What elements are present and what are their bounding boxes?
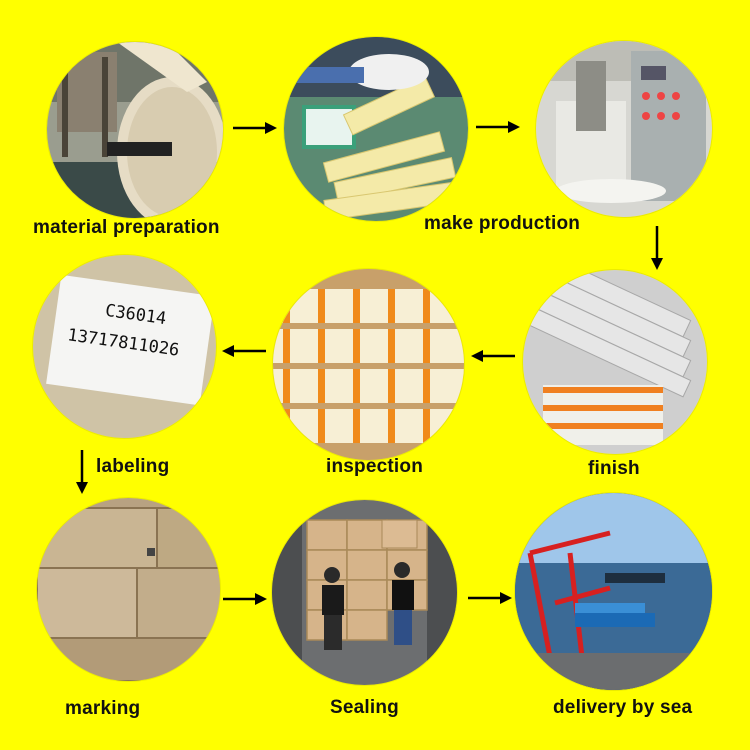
photo-marking <box>37 498 220 681</box>
photo-inspection <box>273 269 464 460</box>
arrow-right-icon <box>468 592 512 604</box>
arrow-right-icon <box>223 593 267 605</box>
caption-make-production: make production <box>424 213 581 234</box>
caption-finish: finish <box>588 458 640 479</box>
photo-sealing <box>272 500 457 685</box>
photo-labeling: C36014 13717811026 <box>33 255 216 438</box>
arrow-right-icon <box>233 122 277 134</box>
caption-delivery-by-sea: delivery by sea <box>553 697 693 718</box>
caption-labeling: labeling <box>96 456 170 477</box>
photo-make-production <box>284 37 468 221</box>
arrow-left-icon <box>222 345 266 357</box>
arrow-right-icon <box>476 121 520 133</box>
caption-material-preparation: material preparation <box>33 217 220 238</box>
photo-material-preparation <box>47 42 223 218</box>
caption-inspection: inspection <box>326 456 424 477</box>
arrow-down-icon <box>651 226 663 270</box>
photo-delivery-by-sea <box>515 493 712 690</box>
caption-marking: marking <box>65 698 141 719</box>
arrow-down-icon <box>76 450 88 494</box>
arrow-left-icon <box>471 350 515 362</box>
photo-machine <box>536 41 712 217</box>
caption-sealing: Sealing <box>330 697 399 718</box>
photo-finish <box>523 270 707 454</box>
